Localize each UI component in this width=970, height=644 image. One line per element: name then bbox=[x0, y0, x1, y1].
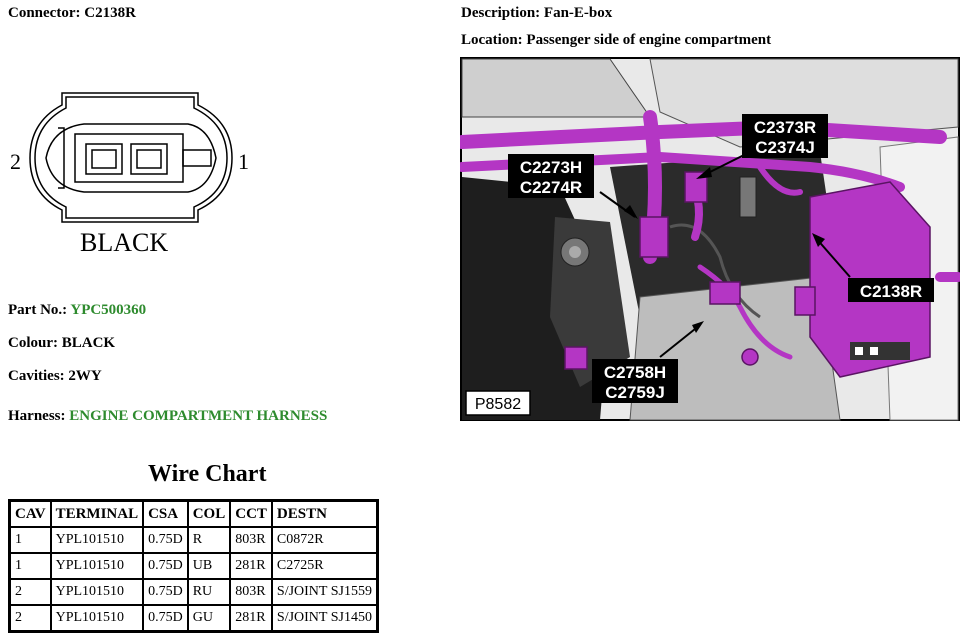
cell-terminal: YPL101510 bbox=[49, 604, 145, 633]
harness-value: ENGINE COMPARTMENT HARNESS bbox=[69, 408, 328, 424]
connector-label: Connector: bbox=[8, 5, 81, 21]
wire-chart-title: Wire Chart bbox=[148, 461, 267, 487]
connector-housing bbox=[29, 92, 233, 223]
header-cav: CAV bbox=[8, 499, 52, 528]
cell-destn: S/JOINT SJ1559 bbox=[270, 578, 379, 606]
cell-csa: 0.75D bbox=[142, 552, 189, 580]
connector-title: Connector: C2138R bbox=[8, 5, 136, 22]
wire-chart-table: CAV TERMINAL CSA COL CCT DESTN 1 YPL1015… bbox=[8, 499, 379, 633]
cavities-value: 2WY bbox=[68, 368, 102, 384]
callout-c2758h-c2759j: C2758H C2759J bbox=[592, 359, 678, 403]
callout-c2374j-label: C2374J bbox=[755, 138, 815, 157]
colour-value: BLACK bbox=[61, 335, 116, 351]
cell-csa: 0.75D bbox=[142, 604, 189, 633]
table-row: 1 YPL101510 0.75D UB 281R C2725R bbox=[8, 552, 379, 580]
cavities: Cavities: 2WY bbox=[8, 368, 102, 385]
pin-2-label: 2 bbox=[10, 149, 21, 174]
connector-colour-label: BLACK bbox=[80, 228, 168, 257]
cell-cav: 1 bbox=[8, 526, 52, 554]
description-label: Description: bbox=[461, 5, 541, 21]
callout-arrowheads bbox=[624, 167, 825, 333]
callout-c2138r-label: C2138R bbox=[860, 282, 922, 301]
callout-c2273h-c2274r: C2273H C2274R bbox=[508, 154, 594, 198]
cell-csa: 0.75D bbox=[142, 578, 189, 606]
callout-c2138r: C2138R bbox=[848, 278, 934, 302]
cell-destn: C2725R bbox=[270, 552, 379, 580]
header-destn: DESTN bbox=[270, 499, 379, 528]
connector-value: C2138R bbox=[84, 5, 136, 21]
header-terminal: TERMINAL bbox=[49, 499, 145, 528]
part-number-value: YPC500360 bbox=[70, 302, 147, 318]
table-row: 2 YPL101510 0.75D RU 803R S/JOINT SJ1559 bbox=[8, 578, 379, 606]
location-value: Passenger side of engine compartment bbox=[526, 32, 772, 48]
connector-diagram: 2 1 BLACK bbox=[10, 92, 249, 257]
callout-c2373r-c2374j: C2373R C2374J bbox=[742, 114, 828, 158]
cell-col: GU bbox=[186, 604, 232, 633]
header-cct: CCT bbox=[229, 499, 273, 528]
cell-terminal: YPL101510 bbox=[49, 526, 145, 554]
callout-c2759j-label: C2759J bbox=[605, 383, 665, 402]
cell-cav: 2 bbox=[8, 604, 52, 633]
cell-col: R bbox=[186, 526, 232, 554]
cell-cav: 2 bbox=[8, 578, 52, 606]
fan-e-box-details bbox=[850, 342, 910, 360]
colour: Colour: BLACK bbox=[8, 335, 115, 352]
cell-destn: C0872R bbox=[270, 526, 379, 554]
table-row: 1 YPL101510 0.75D R 803R C0872R bbox=[8, 526, 379, 554]
cell-terminal: YPL101510 bbox=[49, 578, 145, 606]
description-value: Fan-E-box bbox=[543, 5, 613, 21]
location: Location: Passenger side of engine compa… bbox=[461, 32, 771, 49]
description: Description: Fan-E-box bbox=[461, 5, 612, 22]
cell-col: RU bbox=[186, 578, 232, 606]
location-label: Location: bbox=[461, 32, 523, 48]
cell-cct: 803R bbox=[229, 578, 273, 606]
cell-col: UB bbox=[186, 552, 232, 580]
pin-1-label: 1 bbox=[238, 149, 249, 174]
callout-c2273h-label: C2273H bbox=[520, 158, 582, 177]
header-csa: CSA bbox=[142, 499, 189, 528]
callout-c2758h-label: C2758H bbox=[604, 363, 666, 382]
part-number: Part No.: YPC500360 bbox=[8, 302, 146, 319]
harness: Harness: ENGINE COMPARTMENT HARNESS bbox=[8, 408, 327, 425]
wire-chart-header-row: CAV TERMINAL CSA COL CCT DESTN bbox=[8, 499, 379, 528]
cell-csa: 0.75D bbox=[142, 526, 189, 554]
part-number-label: Part No.: bbox=[8, 302, 68, 318]
cell-cct: 803R bbox=[229, 526, 273, 554]
table-row: 2 YPL101510 0.75D GU 281R S/JOINT SJ1450 bbox=[8, 604, 379, 633]
colour-label: Colour: bbox=[8, 335, 58, 351]
header-col: COL bbox=[186, 499, 232, 528]
location-photo: C2373R C2374J C2273H C2274R C2138R C2758… bbox=[460, 57, 960, 421]
cavities-label: Cavities: bbox=[8, 368, 65, 384]
callout-c2373r-label: C2373R bbox=[754, 118, 816, 137]
cell-terminal: YPL101510 bbox=[49, 552, 145, 580]
callout-c2274r-label: C2274R bbox=[520, 178, 582, 197]
cell-cct: 281R bbox=[229, 604, 273, 633]
cell-cct: 281R bbox=[229, 552, 273, 580]
figure-id: P8582 bbox=[475, 396, 521, 413]
cell-cav: 1 bbox=[8, 552, 52, 580]
harness-label: Harness: bbox=[8, 408, 66, 424]
cell-destn: S/JOINT SJ1450 bbox=[270, 604, 379, 633]
figure-id-box: P8582 bbox=[465, 390, 531, 416]
